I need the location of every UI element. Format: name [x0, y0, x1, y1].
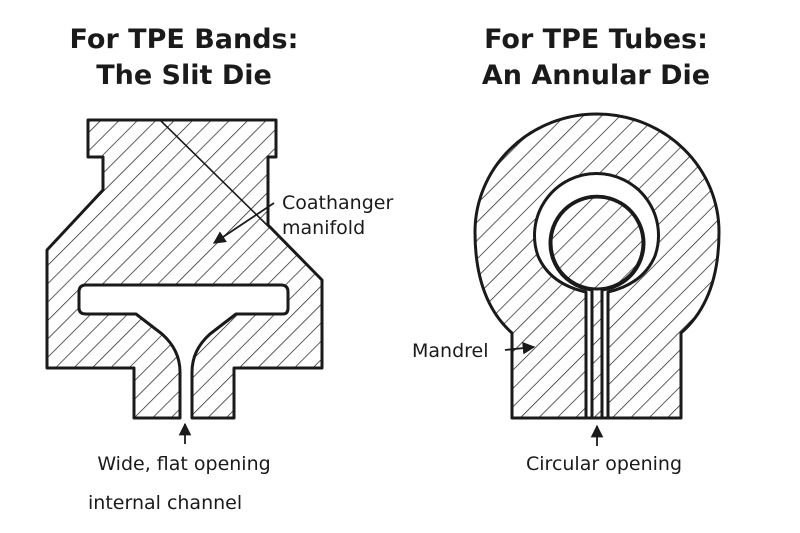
- manifold-leader-arrow: [212, 202, 275, 244]
- annular-die-panel: For TPE Tubes: An Annular Die Mandrel Ci…: [412, 24, 721, 475]
- circular-opening-label: Circular opening: [526, 453, 682, 475]
- slit-die-panel: For TPE Bands: The Slit Die Coathanger m…: [45, 24, 393, 514]
- mandrel-leader-arrow: [504, 341, 536, 355]
- annular-die-title-line2: An Annular Die: [482, 60, 710, 91]
- slit-opening-label: Wide, flat opening: [97, 453, 270, 475]
- internal-channel-label: internal channel: [88, 492, 242, 514]
- slit-die-title-line1: For TPE Bands:: [70, 24, 299, 55]
- manifold-label-line2: manifold: [282, 217, 365, 239]
- annular-die-title-line1: For TPE Tubes:: [484, 24, 708, 55]
- slit-die-title-line2: The Slit Die: [96, 60, 272, 91]
- manifold-label-line1: Coathanger: [282, 192, 393, 214]
- mandrel-label: Mandrel: [412, 340, 489, 362]
- slit-die-body: [45, 118, 324, 420]
- mandrel-head: [549, 195, 645, 291]
- manifold-seam-line: [159, 119, 271, 229]
